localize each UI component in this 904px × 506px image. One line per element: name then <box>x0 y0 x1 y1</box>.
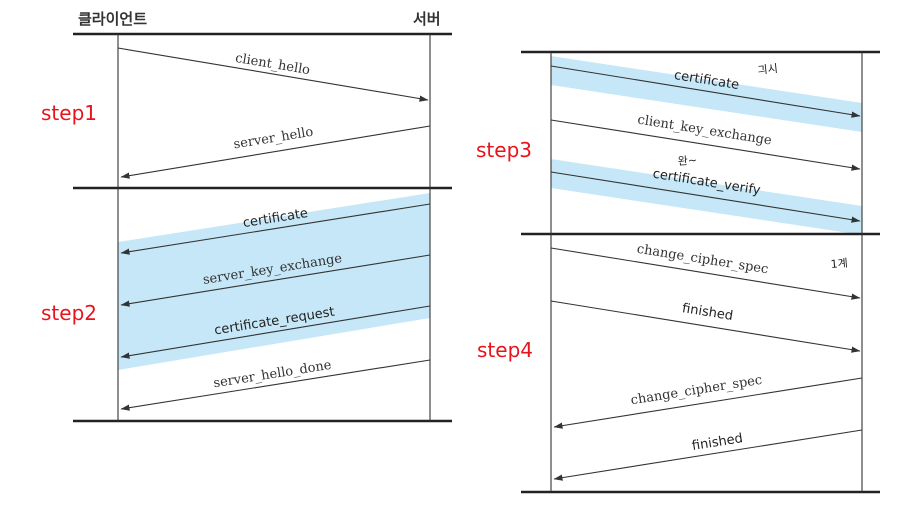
highlight-band-step2 <box>118 193 430 370</box>
label-server-hello-done: server_hello_done <box>212 358 332 392</box>
arrow-finished-server <box>553 429 863 481</box>
arrow-change-cipher-spec-server <box>553 377 863 429</box>
label-change-cipher-spec-server: change_cipher_spec <box>630 373 764 409</box>
arrow-certificate-verify <box>550 171 861 223</box>
step4-label: step4 <box>477 338 533 362</box>
arrow-server-key-exchange <box>120 254 431 307</box>
handwritten-note-verify: 완~ <box>677 154 697 168</box>
arrow-client-hello <box>117 47 429 102</box>
handwritten-note-ccs: 1계 <box>830 257 848 271</box>
highlight-band-certificate <box>551 56 862 132</box>
label-client-key-exchange: client_key_exchange <box>636 113 773 149</box>
step3-label: step3 <box>476 138 532 162</box>
handwritten-note-cert: 긔시 <box>757 62 778 77</box>
arrow-change-cipher-spec-client <box>550 247 861 300</box>
right-panel: certificate client_key_exchange certific… <box>476 50 880 494</box>
step1-label: step1 <box>41 101 97 125</box>
step2-label: step2 <box>41 301 97 325</box>
arrow-certificate-request <box>120 305 431 359</box>
left-panel: 클라이언트 서버 client_hello server_hello certi… <box>41 10 452 423</box>
arrow-certificate-server <box>120 203 431 255</box>
arrow-client-key-exchange <box>550 119 861 171</box>
arrow-server-hello-done <box>120 359 431 411</box>
server-header-left: 서버 <box>413 10 441 28</box>
arrow-server-hello <box>120 125 431 179</box>
client-header: 클라이언트 <box>78 10 147 28</box>
arrow-finished-client <box>550 300 861 353</box>
label-finished-client: finished <box>681 301 734 324</box>
label-server-hello: server_hello <box>232 125 314 153</box>
arrow-certificate-client <box>550 65 861 118</box>
